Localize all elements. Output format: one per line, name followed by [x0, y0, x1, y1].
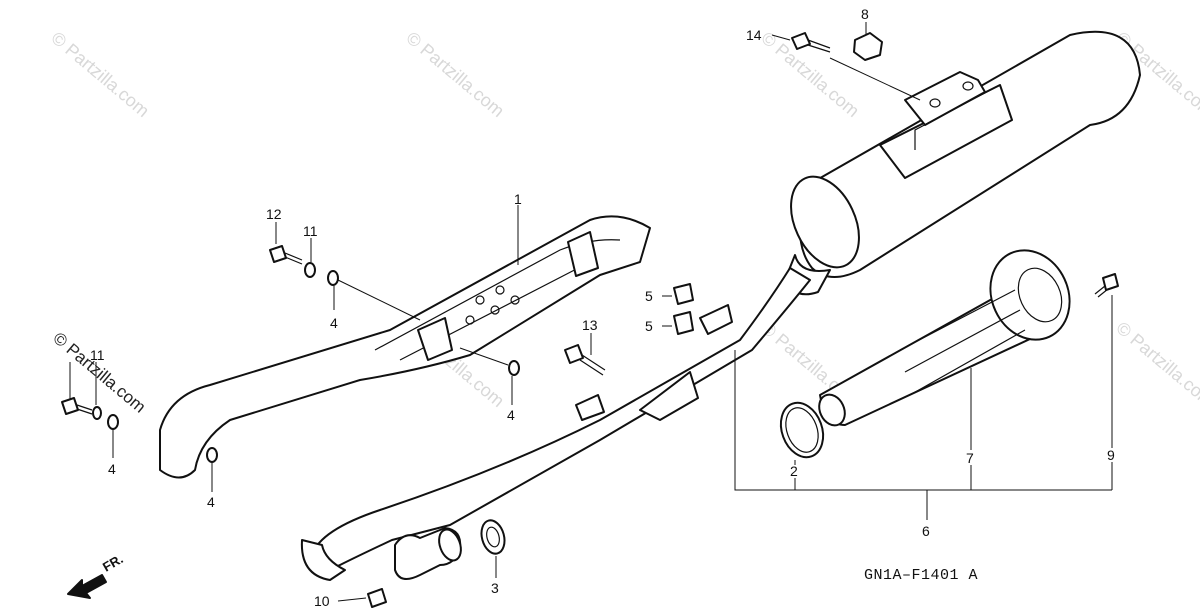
callout-14: 14	[746, 27, 762, 43]
callout-11: 11	[303, 223, 318, 239]
front-direction-arrow: FR.	[67, 551, 126, 599]
callout-3: 3	[491, 580, 499, 596]
hardware	[61, 32, 1119, 608]
watermark: © Partzilla.com	[47, 28, 153, 121]
callout-10: 10	[314, 593, 330, 609]
watermark: © Partzilla.com	[757, 28, 863, 121]
callout-9: 9	[1107, 447, 1115, 463]
callout-6: 6	[922, 523, 930, 539]
callout-5: 5	[645, 318, 653, 334]
callout-1: 1	[514, 191, 522, 207]
callout-11: 11	[90, 347, 105, 363]
direction-label: FR.	[100, 551, 126, 574]
gasket	[779, 401, 825, 459]
callout-4: 4	[108, 461, 116, 477]
callout-2: 2	[790, 463, 798, 479]
joint-gasket	[480, 519, 506, 555]
callout-4: 4	[207, 494, 215, 510]
leader-lines	[69, 22, 1113, 602]
callout-7: 7	[966, 450, 974, 466]
callout-8: 8	[861, 6, 869, 22]
exhaust-pipe	[300, 267, 811, 581]
callout-4: 4	[330, 315, 338, 331]
watermark: © Partzilla.com	[402, 28, 508, 121]
muffler	[784, 30, 1141, 296]
spark-arrester	[818, 249, 1071, 427]
callout-5: 5	[645, 288, 653, 304]
callout-labels: 1 2 3 4 4 4 4 5 5 6 7 8 9 10 11 11 12 13…	[90, 6, 1115, 609]
diagram-code: GN1A–F1401 A	[864, 567, 978, 584]
heat-guard	[159, 215, 651, 479]
callout-4: 4	[507, 407, 515, 423]
callout-13: 13	[582, 317, 598, 333]
callout-12: 12	[266, 206, 282, 222]
watermark: © Partzilla.com	[1112, 318, 1200, 411]
